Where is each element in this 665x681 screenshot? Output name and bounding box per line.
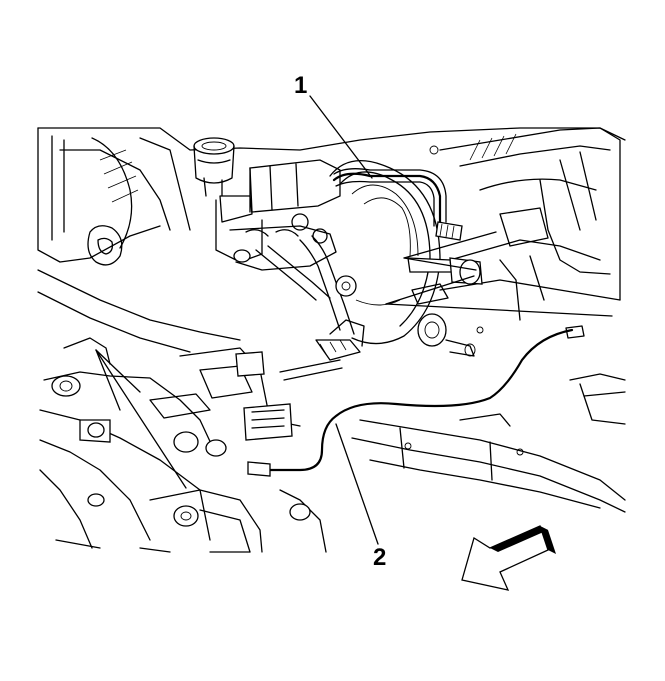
fluid-reservoir: [193, 137, 235, 197]
firewall-structure: [37, 127, 626, 353]
callout-2: 2: [373, 544, 387, 571]
brake-line-fittings: [407, 257, 483, 357]
leader-lines: [95, 95, 613, 545]
master-cylinder: [215, 159, 355, 335]
front-cradle: [351, 373, 626, 513]
callout-1: 1: [294, 72, 308, 99]
brake-pipe: [247, 325, 585, 477]
front-direction-arrow-icon: [461, 525, 556, 591]
transmission-housing: [39, 319, 365, 553]
vacuum-hose: [332, 168, 463, 241]
strut-tower: [429, 127, 621, 334]
